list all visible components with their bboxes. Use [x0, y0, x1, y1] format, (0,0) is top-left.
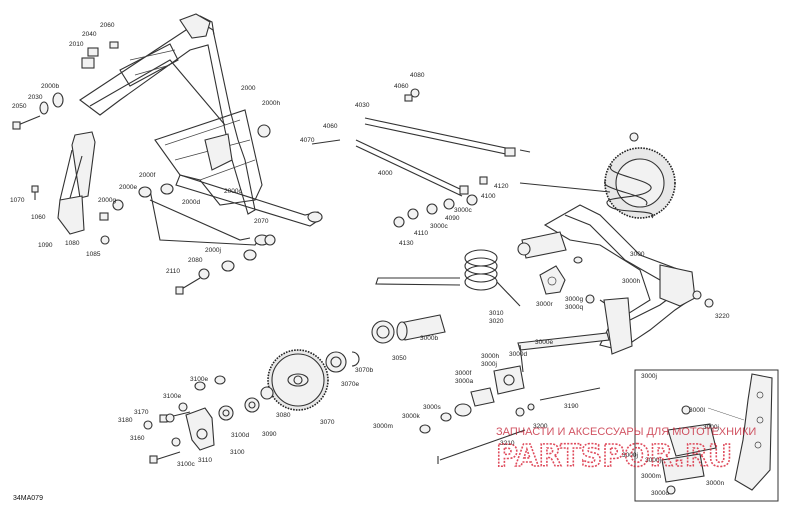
detail-inset [634, 369, 779, 502]
part-label: 3090 [262, 431, 277, 438]
part-label: 3220 [715, 313, 730, 320]
part-label: 2010 [69, 41, 84, 48]
part-label: 2110 [166, 268, 180, 275]
part-label: 1070 [10, 197, 25, 204]
part-label: 4000 [378, 170, 393, 177]
part-label: 3000m [373, 423, 393, 430]
part-label: 3100c [177, 461, 195, 468]
part-label: 3160 [130, 435, 145, 442]
part-label: 3000r [536, 301, 553, 308]
detail-label: 3000n [706, 480, 724, 487]
part-label: 3190 [564, 403, 579, 410]
part-label: 4080 [410, 72, 425, 79]
part-label: 3200 [533, 423, 548, 430]
part-label: 2060 [100, 22, 115, 29]
wheel-parts [143, 314, 446, 464]
part-label: 2000c [224, 188, 242, 195]
detail-label: 3000m [641, 473, 661, 480]
part-label: 4030 [355, 102, 370, 109]
watermark: ЗАПЧАСТИ И АКСЕССУАРЫ ДЛЯ МОТОТЕХНИКИ PA… [495, 426, 756, 475]
part-label: 2070 [254, 218, 269, 225]
part-label: 2000g [98, 197, 116, 204]
front-arm-assembly [12, 13, 323, 295]
part-label: 2080 [188, 257, 203, 264]
part-label: 3020 [489, 318, 504, 325]
part-label: 3000h [622, 278, 640, 285]
part-label: 2050 [12, 103, 27, 110]
part-label: 3180 [118, 417, 133, 424]
part-label: 3000f [455, 370, 471, 377]
rod-assembly-4000 [311, 88, 531, 228]
part-label: 4110 [414, 230, 428, 237]
lower-right-parts [419, 332, 610, 464]
part-label: 3000j [481, 361, 497, 368]
detail-label: 3000j [703, 424, 719, 431]
part-label: 3100 [230, 449, 245, 456]
part-label: 3100d [231, 432, 249, 439]
part-label: 3170 [134, 409, 149, 416]
part-label: 3080 [276, 412, 291, 419]
part-label: 4120 [494, 183, 509, 190]
part-label: 3100e [190, 376, 208, 383]
part-label: 2000 [241, 85, 256, 92]
part-label: 4070 [300, 137, 315, 144]
part-label: 2000h [262, 100, 280, 107]
part-label: 3110 [198, 457, 212, 464]
part-label: 3000j [641, 373, 657, 380]
part-label: 2000b [41, 83, 59, 90]
part-label: 2000f [139, 172, 155, 179]
part-label: 3000e [535, 339, 553, 346]
part-label: 3000g [565, 296, 583, 303]
part-label: 3100e [163, 393, 181, 400]
diagram-code: 34MA079 [13, 495, 43, 502]
part-label: 3000d [509, 351, 527, 358]
part-label: 4100 [481, 193, 496, 200]
part-label: 2000j [205, 247, 221, 254]
part-label: 4060 [323, 123, 338, 130]
watermark-caption: ЗАПЧАСТИ И АКСЕССУАРЫ ДЛЯ МОТОТЕХНИКИ [496, 426, 756, 438]
watermark-logo: PARTSPOR.RU [496, 439, 732, 474]
part-label: 3000c [430, 223, 448, 230]
part-label: 3010 [489, 310, 504, 317]
part-label: 4090 [445, 215, 460, 222]
part-number-labels: 2060 2040 2010 2000b 2030 2050 2000 2000… [10, 22, 730, 502]
part-label: 1085 [86, 251, 101, 258]
part-label: 2040 [82, 31, 97, 38]
detail-label: 3000l [689, 407, 705, 414]
part-label: 2030 [28, 94, 43, 101]
rear-arm-assembly [375, 132, 714, 355]
part-label: 2000d [182, 199, 200, 206]
part-label: 3000a [455, 378, 473, 385]
part-label: 3000k [402, 413, 420, 420]
part-label: 1060 [31, 214, 46, 221]
part-label: 1090 [38, 242, 53, 249]
part-label: 3070 [320, 419, 335, 426]
part-label: 3000c [454, 207, 472, 214]
part-label: 3050 [392, 355, 407, 362]
part-label: 3070b [355, 367, 373, 374]
part-label: 3000j [622, 452, 638, 459]
detail-label: 3000j [645, 457, 661, 464]
part-label: 3000b [420, 335, 438, 342]
part-label: 3210 [500, 440, 515, 447]
detail-label: 3000o [651, 490, 669, 497]
part-label: 3000s [423, 404, 441, 411]
part-label: 2000e [119, 184, 137, 191]
part-label: 4130 [399, 240, 414, 247]
part-label: 3070e [341, 381, 359, 388]
part-label: 4060 [394, 83, 409, 90]
part-label: 3000q [565, 304, 583, 311]
part-label: 3000h [481, 353, 499, 360]
part-label: 1080 [65, 240, 80, 247]
part-label: 3000 [630, 251, 645, 258]
